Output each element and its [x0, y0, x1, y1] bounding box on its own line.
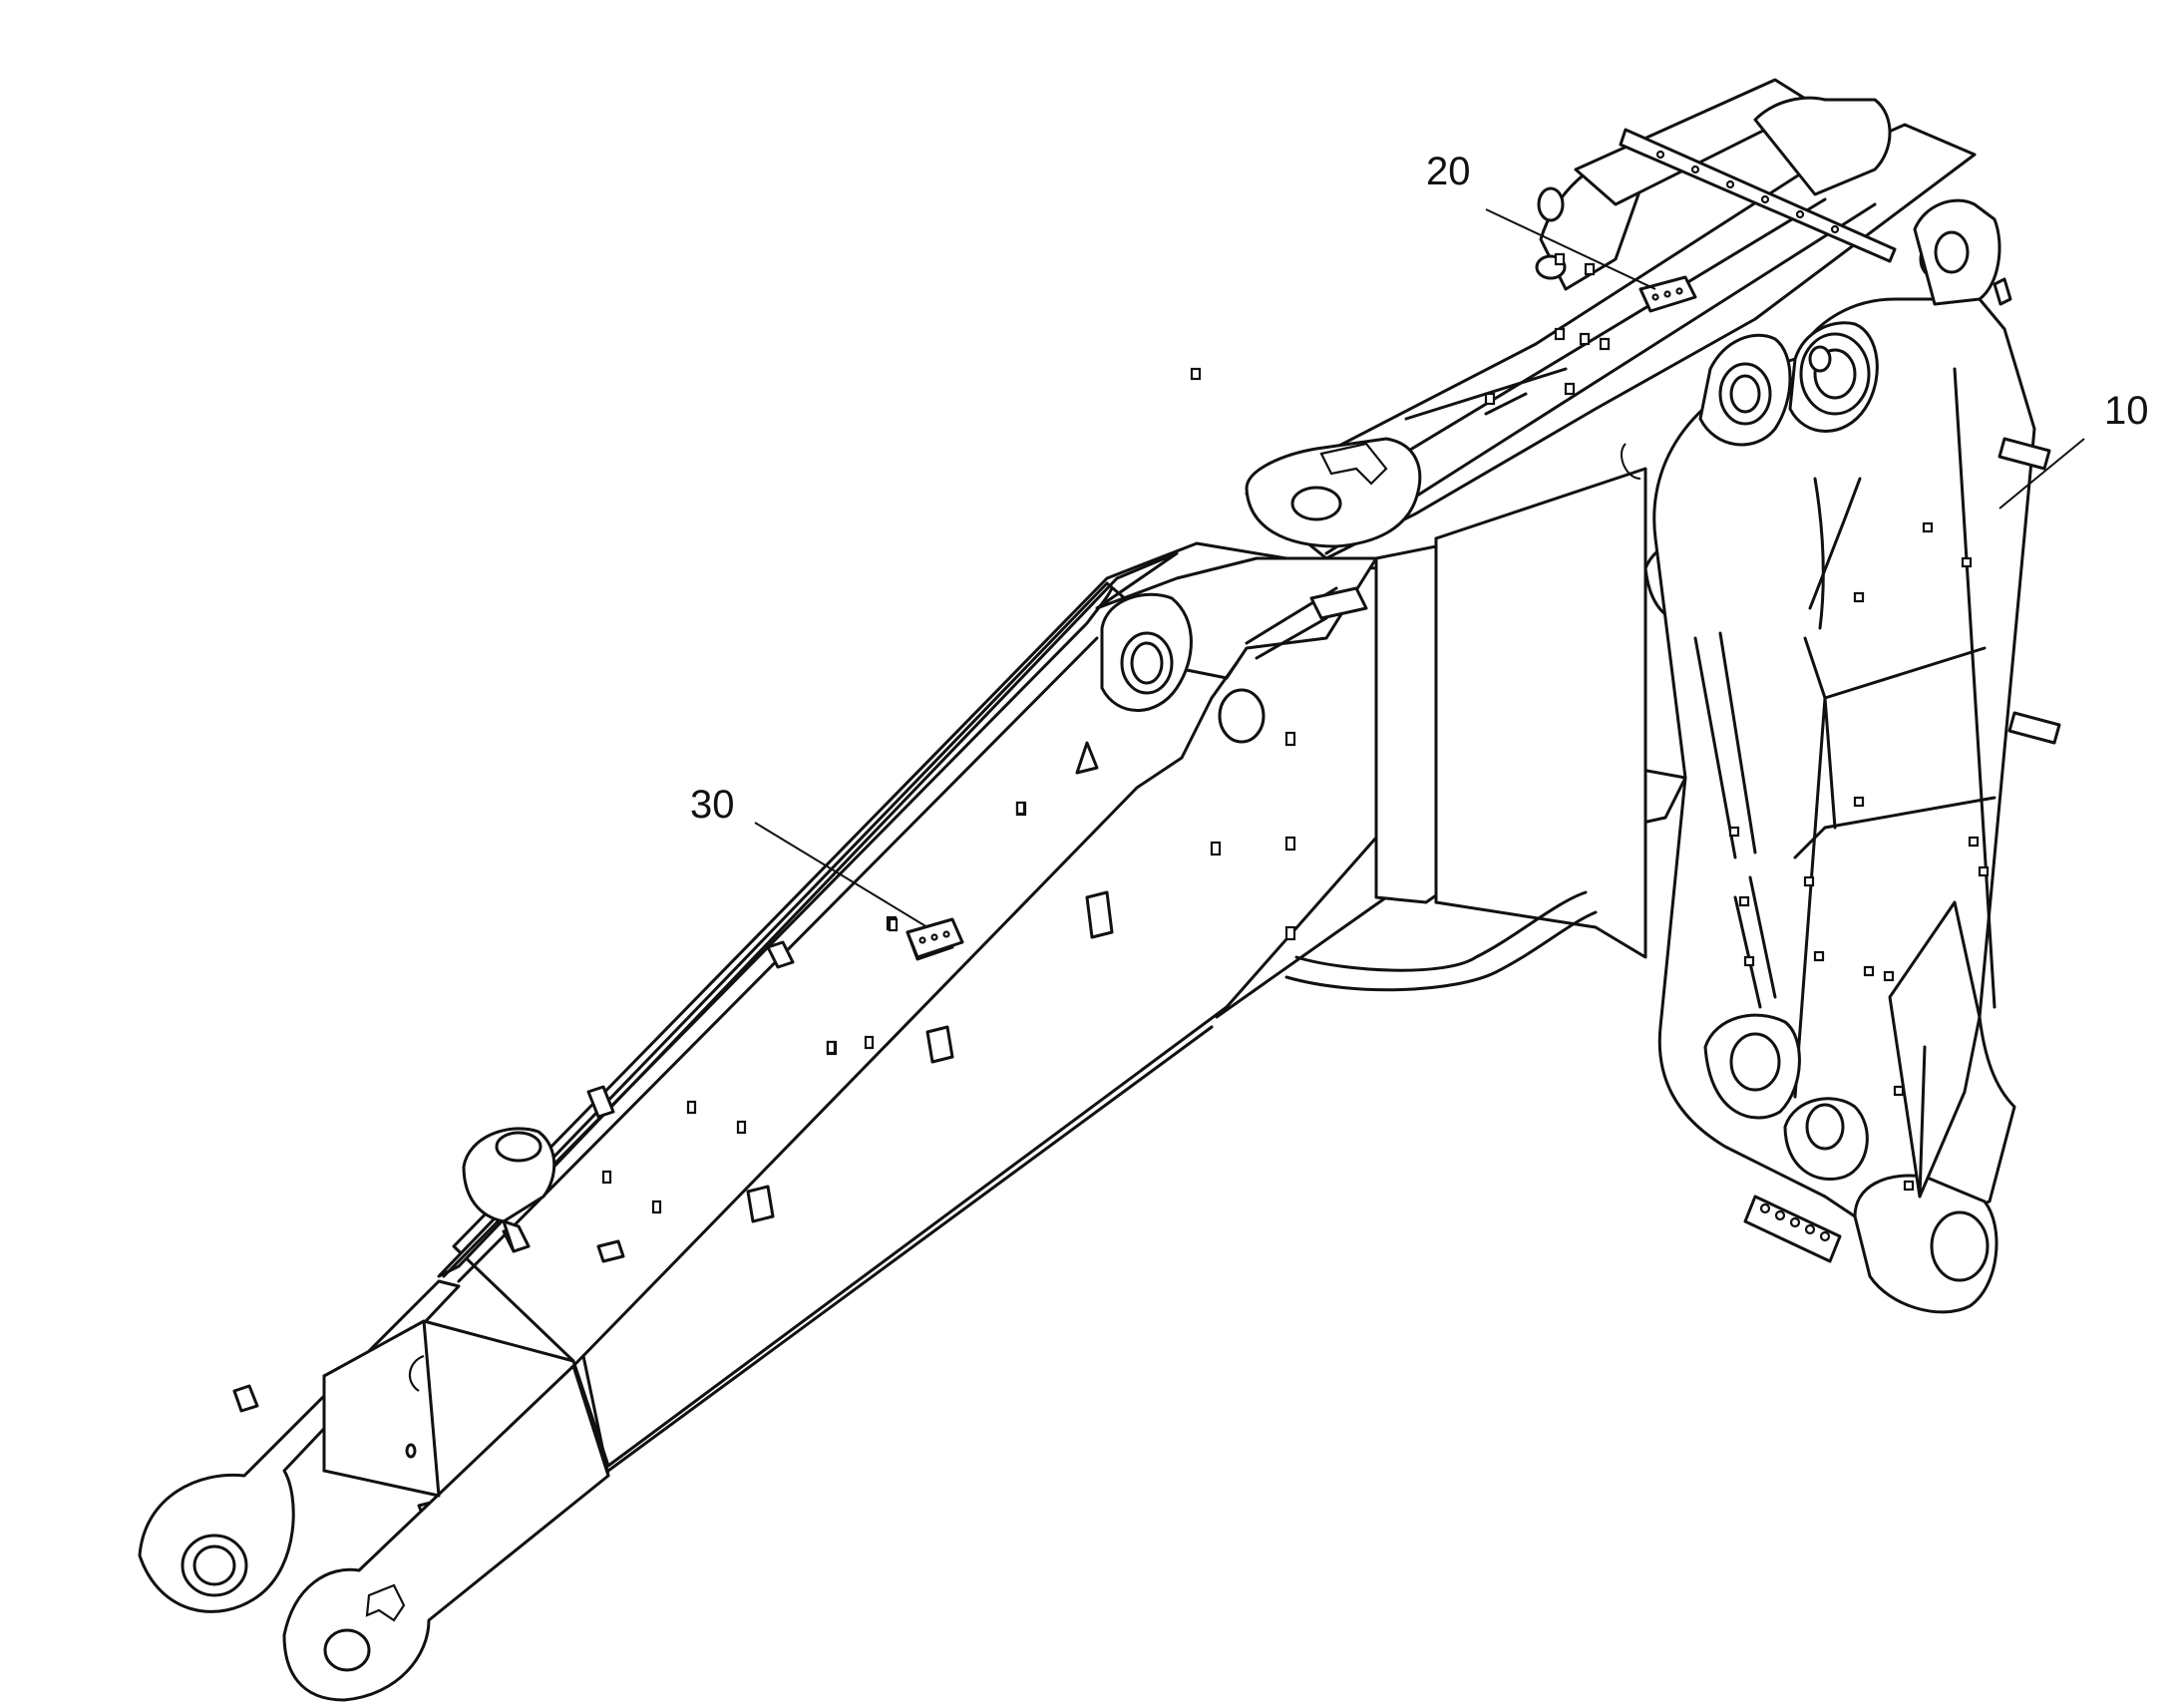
bracket-top-20 — [1638, 275, 1697, 313]
bracket-arm-30-detail — [906, 917, 964, 959]
leader-line-10 — [1998, 438, 2085, 510]
arm-studs — [1728, 521, 1990, 1192]
callout-10: 10 — [2104, 389, 2149, 433]
boom-body — [138, 78, 1977, 1702]
leader-line-30 — [754, 822, 928, 928]
leader-line-20 — [1485, 208, 1656, 290]
crossbar-holes — [1655, 150, 1840, 234]
callout-30: 30 — [690, 783, 735, 827]
callout-20: 20 — [1426, 150, 1471, 193]
arm-bottom-bracket-holes — [1759, 1202, 1831, 1242]
arm-body — [1652, 198, 2061, 1314]
